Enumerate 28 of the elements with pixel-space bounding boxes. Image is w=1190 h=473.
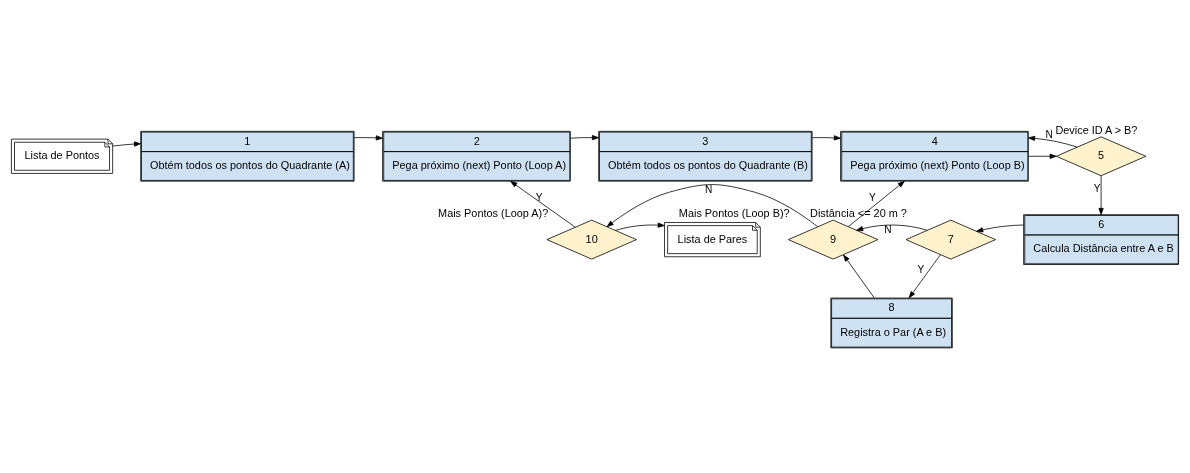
arrow [1028, 135, 1078, 148]
arrow [1098, 175, 1104, 215]
arrow [908, 254, 941, 299]
arrow [976, 224, 1024, 233]
arrow [569, 135, 599, 141]
arrow [353, 135, 383, 141]
node-label: Device ID A > B? [1055, 123, 1138, 136]
edge-label: Y [869, 192, 876, 204]
arrow [847, 181, 905, 227]
node-label: Mais Pontos (Loop A)? [438, 207, 549, 220]
arrow [811, 135, 841, 141]
arrow [606, 184, 819, 228]
edge-label: Y [1093, 183, 1101, 195]
arrow [112, 141, 141, 147]
edge-label: N [884, 224, 892, 236]
arrow [615, 222, 665, 231]
arrow [843, 254, 875, 299]
arrow [856, 224, 928, 232]
arrow [1028, 153, 1057, 159]
edge-label: Y [917, 264, 925, 276]
node-label: Distância <= 20 m ? [810, 207, 907, 220]
node-diamond: 5 [1055, 136, 1147, 177]
edge-label: N [705, 183, 713, 195]
edge-label: Y [535, 192, 543, 204]
arrow [510, 181, 576, 228]
edge-label: N [1045, 129, 1053, 141]
node-diamond: 7 [905, 219, 996, 260]
node-label: Mais Pontos (Loop B)? [678, 207, 790, 220]
